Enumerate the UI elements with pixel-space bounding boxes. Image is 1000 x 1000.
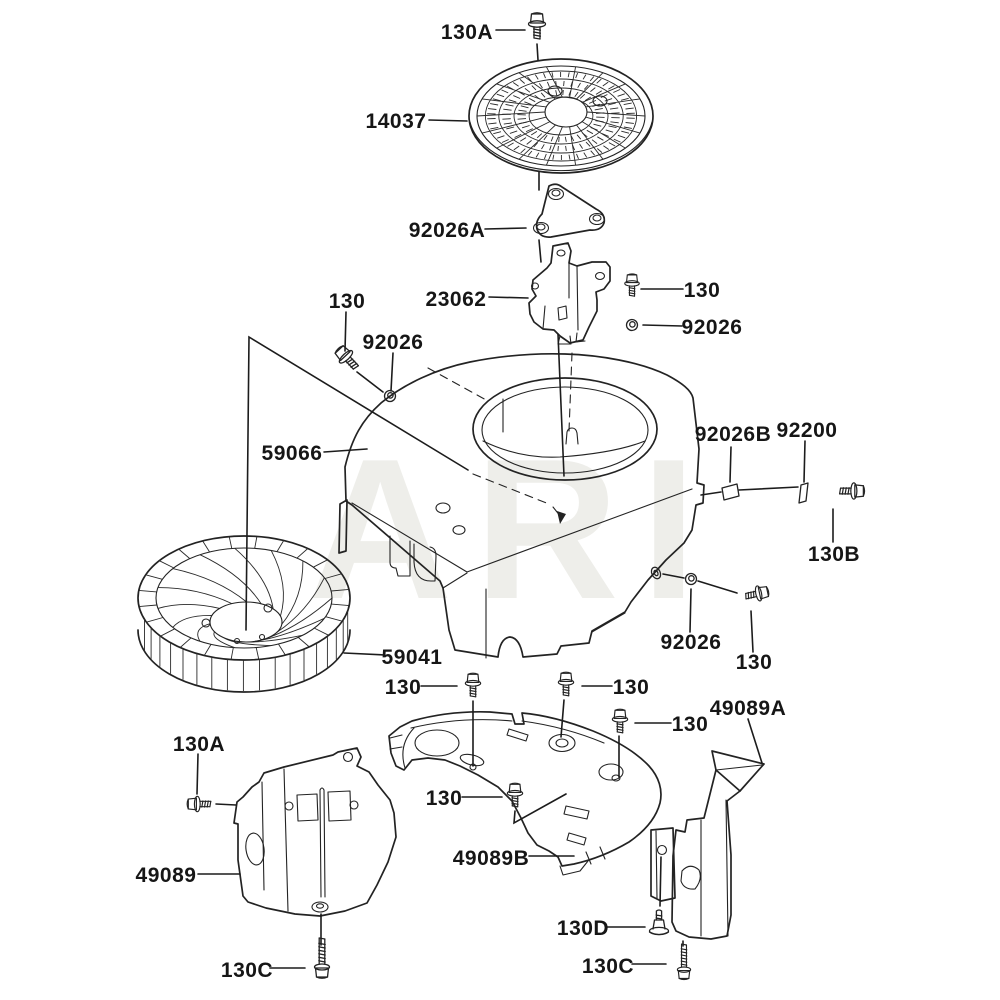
- callout-130C-right[interactable]: 130C: [582, 955, 634, 978]
- callout-92200[interactable]: 92200: [777, 419, 838, 442]
- nut-92026-bracket-icon: [625, 318, 639, 332]
- bracket-23062: [528, 242, 611, 345]
- fan-fins: [144, 610, 349, 691]
- bolt-130C-right-icon: [676, 943, 692, 981]
- bolt-130-bracket-icon: [624, 273, 640, 297]
- screen-mesh: [476, 66, 646, 166]
- flywheel-fan-59041: [137, 535, 351, 693]
- bolt-130-baffle-4-icon: [506, 782, 524, 808]
- bolt-130C-left-icon: [313, 937, 331, 979]
- callout-130-housing-left[interactable]: 130: [329, 290, 366, 313]
- baffle-hole: [414, 729, 460, 757]
- bolt-130D-icon: [648, 909, 670, 936]
- bolt-130-housing-left-icon: [331, 342, 364, 375]
- bolt-130-baffle-2-icon: [557, 671, 575, 697]
- baffle-49089A: [650, 750, 765, 940]
- callout-14037[interactable]: 14037: [366, 110, 427, 133]
- callout-49089A[interactable]: 49089A: [710, 697, 787, 720]
- callout-130-bracket[interactable]: 130: [684, 279, 721, 302]
- bolt-130A-top-icon: [527, 12, 547, 40]
- bolt-130B-icon: [838, 482, 866, 500]
- baffle-hole: [656, 844, 668, 856]
- callout-59066[interactable]: 59066: [262, 442, 323, 465]
- baffle-49089: [233, 747, 397, 917]
- callout-130B[interactable]: 130B: [808, 543, 860, 566]
- callout-92026-housing-right[interactable]: 92026: [661, 631, 722, 654]
- callout-23062[interactable]: 23062: [426, 288, 487, 311]
- callout-92026A[interactable]: 92026A: [409, 219, 486, 242]
- bolt-130-housing-right-icon: [743, 583, 771, 605]
- callout-49089[interactable]: 49089: [136, 864, 197, 887]
- housing-left-flange: [338, 499, 348, 554]
- callout-130A-top[interactable]: 130A: [441, 21, 493, 44]
- fan-housing-59066: [338, 352, 705, 659]
- callout-130-baffle-3[interactable]: 130: [672, 713, 709, 736]
- callout-130-baffle-1[interactable]: 130: [385, 676, 422, 699]
- baffle-49089B: [388, 710, 662, 876]
- callout-92026-bracket[interactable]: 92026: [682, 316, 743, 339]
- housing-opening-outer: [472, 377, 658, 481]
- callout-59041[interactable]: 59041: [382, 646, 443, 669]
- shim-92200-icon: [798, 482, 809, 504]
- screen-hub: [544, 96, 588, 128]
- watermark: ARI: [308, 418, 718, 641]
- bolt-130-baffle-1-icon: [464, 672, 482, 698]
- fan-skirt: [137, 629, 351, 693]
- callout-92026B[interactable]: 92026B: [695, 423, 772, 446]
- fan-inner-rim: [155, 547, 333, 649]
- callout-92026-housing-left[interactable]: 92026: [363, 331, 424, 354]
- bolt-130A-left-icon: [186, 795, 212, 813]
- hidden-line-arrow: [557, 511, 566, 524]
- plate-92026A: [532, 183, 606, 238]
- fan-outer-rim: [137, 535, 351, 661]
- collar-92026B-icon: [721, 483, 740, 501]
- callout-130D[interactable]: 130D: [557, 917, 609, 940]
- housing-outline: [344, 352, 705, 658]
- callout-labels: 130A 14037 92026A 23062 130 92026 130 92…: [136, 21, 860, 982]
- callout-130-housing-right[interactable]: 130: [736, 651, 773, 674]
- housing-grommet: [650, 566, 662, 580]
- screen-side-wall: [469, 121, 653, 172]
- callout-130A-left[interactable]: 130A: [173, 733, 225, 756]
- leader-lines: [196, 29, 834, 969]
- bolt-130-baffle-3-icon: [611, 708, 629, 734]
- fan-alignment-line: [245, 335, 469, 631]
- screen-inner-rim: [476, 65, 646, 167]
- housing-opening-inner: [481, 386, 649, 474]
- fasteners: [186, 12, 866, 981]
- callout-130-baffle-4[interactable]: 130: [426, 787, 463, 810]
- screen-outer-rim: [468, 58, 654, 174]
- callout-130-baffle-2[interactable]: 130: [613, 676, 650, 699]
- callout-130C-left[interactable]: 130C: [221, 959, 273, 982]
- callout-49089B[interactable]: 49089B: [453, 847, 530, 870]
- screen-14037: [468, 58, 654, 174]
